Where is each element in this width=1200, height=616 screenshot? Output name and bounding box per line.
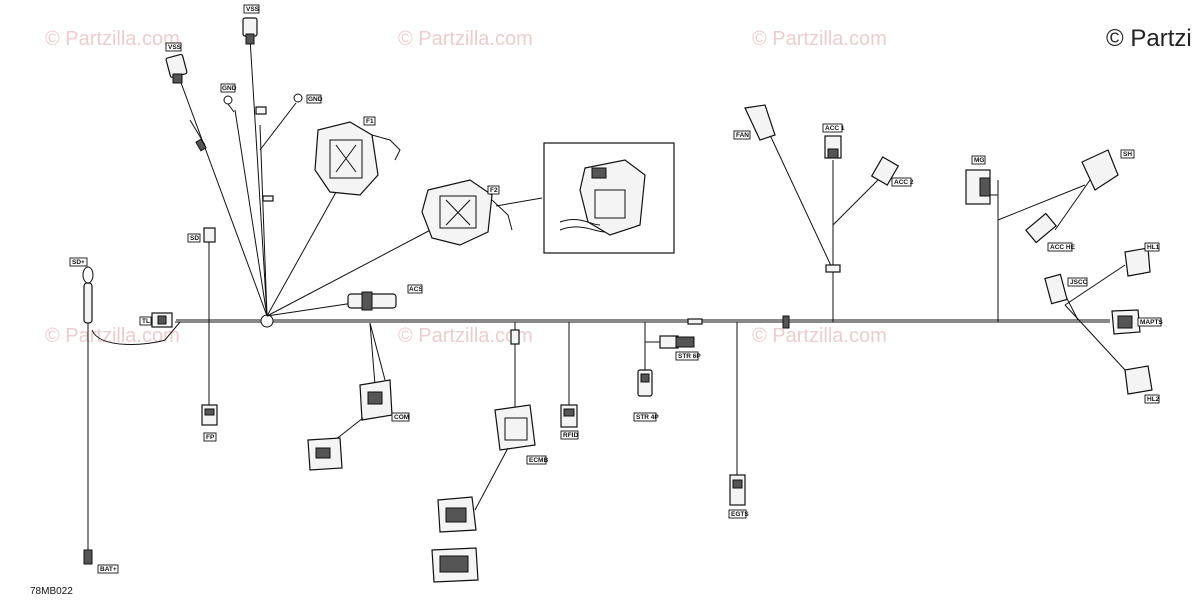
rfid-connector: RFID [560,322,578,440]
gnd-ring-terminal-2: GND [293,93,323,104]
fp-connector: FP [201,404,218,442]
watermark-text: © Partzilla.com [398,28,533,50]
acs-label: ACS [409,286,423,293]
fuse-box-f2: F2 [421,179,543,246]
inline-splice [262,195,274,202]
detail-inset [543,142,675,254]
egts-connector: EGTS [728,322,749,519]
rfid-label: RFID [563,432,578,439]
gnd-2-label: GND [308,96,323,103]
tl-label: TL [142,318,150,325]
vss-top-connector: VSS [242,4,260,45]
bat-label: BAT+ [100,566,117,573]
inline-splice [195,138,207,152]
watermark-text: © Partzilla.com [398,325,533,347]
ecm-branch: ECMB [431,322,548,583]
vss-left-connector: VSS [165,42,188,84]
mg-label: MG [974,157,984,164]
watermark-text: © Partzilla.com [752,325,887,347]
mg-branch: MG SH ACC HE [965,149,1135,322]
hl2-label: HL2 [1147,396,1160,403]
ecm-label: ECMB [529,457,548,464]
sd-plus-label: SD+ [72,259,85,266]
com-label: COM [394,414,409,421]
junction-branches [179,37,441,317]
com-branch: COM [307,322,410,471]
acs-connector: ACS [347,284,423,311]
main-trunk [175,319,1110,323]
inline-splice [255,106,267,115]
fp-label: FP [206,434,215,441]
watermark-text: © Partzilla.com [45,28,180,50]
str6p-label: STR 6P [678,353,701,360]
acc-he-label: ACC HE [1050,244,1076,251]
gnd-ring-terminal-1: GND [220,83,237,113]
acc1-label: ACC 1 [825,125,845,132]
f1-label: F1 [366,118,374,125]
fan-label: FAN [736,132,749,139]
watermark-text: © Partzilla.com [752,28,887,50]
watermark-text: © Partzilla.com [45,325,180,347]
acc2-label: ACC 2 [894,179,914,186]
sh-label: SH [1123,151,1132,158]
battery-cable: SD+ BAT+ [69,257,181,574]
accessory-branch: FAN ACC 1 ACC 2 [733,104,914,322]
sd-connector: SD [187,227,216,405]
right-end-branch: HL1 JSCC MAPTS HL2 [1044,242,1163,404]
str4p-label: STR 4P [636,414,659,421]
vss-left-label: VSS [168,44,182,51]
steering-branch: STR 6P STR 4P [633,318,703,422]
trunk-clip [782,315,790,329]
hl1-label: HL1 [1147,244,1160,251]
fuse-box-f1: F1 [314,116,401,196]
maps-label: MAPTS [1140,319,1163,326]
junction-node [260,314,274,328]
vss-top-label: VSS [246,6,260,13]
sd-label: SD [190,235,199,242]
diagram-code: 78MB022 [30,586,73,597]
watermark-layer: © Partzilla.com © Partzilla.com © Partzi… [45,25,1192,347]
f2-label: F2 [490,187,498,194]
watermark-corner-text: © Partzi [1106,25,1192,52]
gnd-1-label: GND [222,85,237,92]
egts-label: EGTS [731,511,749,518]
tl-connector: TL [139,312,173,328]
jscc-label: JSCC [1070,279,1088,286]
